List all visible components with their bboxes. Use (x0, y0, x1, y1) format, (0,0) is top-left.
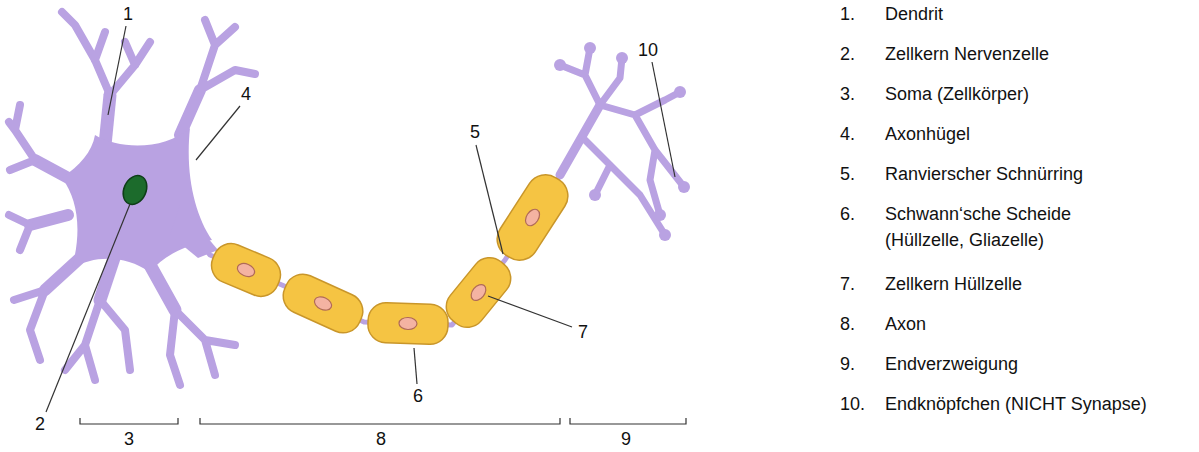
cell-nucleus (119, 172, 152, 208)
dendrites (9, 12, 684, 385)
callout-number: 2 (35, 414, 45, 434)
legend-number: 9. (840, 351, 855, 377)
legend-number: 8. (840, 311, 855, 337)
legend-text: Dendrit (885, 1, 943, 27)
legend-text: Axon (885, 311, 926, 337)
legend-text: Zellkern Hüllzelle (885, 271, 1022, 297)
legend-text: Schwann‘sche Scheide (Hüllzelle, Gliazel… (885, 201, 1085, 253)
legend-number: 4. (840, 121, 855, 147)
axon-hillock (170, 205, 218, 258)
legend-text: Soma (Zellkörper) (885, 81, 1029, 107)
schwann-cells (206, 167, 575, 344)
legend-text: Axonhügel (885, 121, 970, 147)
callout-number: 6 (413, 386, 423, 406)
callout-number: 5 (470, 122, 480, 142)
legend-text: Zellkern Nervenzelle (885, 41, 1049, 67)
terminal-buttons (554, 42, 690, 241)
legend-number: 10. (840, 391, 865, 417)
leader-lines (46, 26, 675, 412)
legend-text: Endverzweigung (885, 351, 1018, 377)
callout-number: 10 (638, 40, 658, 60)
legend-number: 2. (840, 41, 855, 67)
callout-number: 1 (123, 4, 133, 24)
callout-number: 9 (621, 429, 631, 449)
legend-number: 7. (840, 271, 855, 297)
callout-number: 3 (124, 429, 134, 449)
legend-text: Ranvierscher Schnürring (885, 161, 1083, 187)
callout-number: 8 (376, 429, 386, 449)
legend-number: 1. (840, 1, 855, 27)
callout-number: 4 (241, 84, 251, 104)
legend-number: 5. (840, 161, 855, 187)
legend-text: Endknöpfchen (NICHT Synapse) (885, 391, 1147, 417)
callout-number: 7 (578, 322, 588, 342)
legend-number: 3. (840, 81, 855, 107)
brackets (80, 418, 686, 424)
legend-number: 6. (840, 201, 855, 227)
